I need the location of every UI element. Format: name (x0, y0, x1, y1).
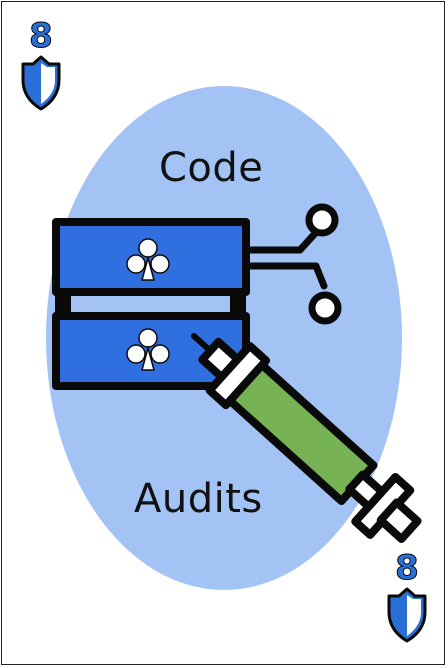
syringe-icon (191, 333, 422, 543)
card-title-bottom: Audits (134, 476, 263, 522)
card-rank: 8 (395, 548, 420, 588)
shield-icon (21, 55, 61, 111)
circuit-icon (242, 203, 342, 325)
club-icon (126, 328, 170, 371)
corner-index-bottom-right: 8 (384, 550, 430, 644)
card-title-top: Code (159, 145, 264, 191)
club-icon (126, 238, 170, 281)
card-rank: 8 (29, 16, 54, 56)
shield-icon (387, 587, 427, 643)
corner-index-top-left: 8 (18, 18, 64, 112)
